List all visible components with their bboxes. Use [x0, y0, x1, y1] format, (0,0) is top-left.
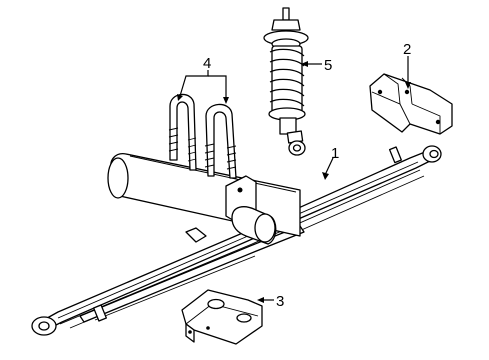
shock-absorber[interactable] — [263, 7, 309, 156]
callout-2: 2 — [403, 41, 411, 58]
callout-leaders — [177, 56, 411, 303]
spring-bracket[interactable] — [369, 73, 453, 135]
spring-plate[interactable] — [181, 289, 263, 345]
u-bolts[interactable] — [168, 93, 237, 179]
axle-housing — [107, 153, 301, 245]
callout-3: 3 — [276, 293, 284, 310]
callout-4: 4 — [203, 55, 211, 72]
callout-5: 5 — [324, 57, 332, 74]
callout-1: 1 — [331, 145, 339, 162]
leaf-spring[interactable] — [31, 145, 442, 336]
